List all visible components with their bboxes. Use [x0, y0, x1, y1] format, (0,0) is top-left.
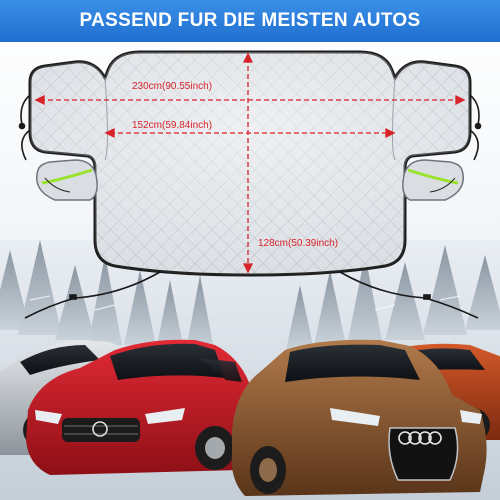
strap-right [469, 94, 482, 161]
car-icon [231, 339, 487, 496]
tree-snow [29, 295, 461, 311]
dimension-lines [34, 52, 466, 274]
tree-line-left [0, 240, 214, 350]
mirror-cover-right [402, 159, 464, 201]
banner-title: PASSEND FUR DIE MEISTEN AUTOS [79, 10, 421, 31]
tree-line-right [286, 245, 500, 350]
car-icon [26, 339, 262, 475]
dimension-width-inner: 152cm(59.84inch) [132, 120, 213, 131]
mirror-cover-left [36, 159, 98, 201]
header-banner: PASSEND FUR DIE MEISTEN AUTOS [0, 0, 500, 42]
strap-left [18, 94, 31, 161]
bottom-cords [24, 271, 479, 319]
dimension-height: 128cm(50.39inch) [258, 238, 339, 249]
dimension-width-total: 230cm(90.55inch) [132, 81, 213, 92]
